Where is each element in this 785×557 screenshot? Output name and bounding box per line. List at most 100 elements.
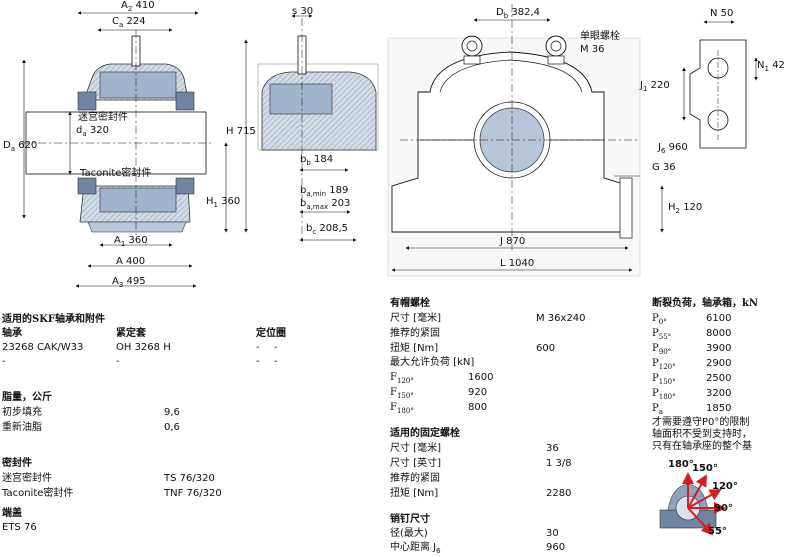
cap-bolt-size-label: 尺寸 [毫米] — [390, 313, 441, 324]
grease-title: 脂量，公斤 — [2, 392, 52, 403]
dim-bamax: ba,max 203 — [300, 198, 351, 211]
grease-relub-value: 0,6 — [164, 422, 180, 433]
angle-180: 180° — [668, 459, 694, 470]
foot-detail — [682, 20, 758, 149]
fix-torque-label: 扭矩 [Nm] — [390, 488, 439, 499]
labyrinth-seal-label: 迷宫密封件 — [78, 112, 128, 123]
dim-bb: bb 184 — [300, 154, 334, 167]
ring-value-2: - — [274, 342, 278, 353]
angle-55: 55° — [708, 526, 727, 537]
eye-bolt-label: 单眼螺栓 — [580, 31, 620, 42]
dim-ca: Ca 224 — [112, 16, 146, 29]
dim-j6: J6 960 — [658, 142, 688, 155]
break-load-title: 断裂负荷，轴承箱，kN — [652, 298, 759, 309]
endcap-title: 端盖 — [2, 508, 22, 519]
front-view — [387, 4, 664, 277]
sleeve-value[interactable]: OH 3268 H — [116, 342, 171, 353]
grease-relub-label: 重新油脂 — [2, 422, 42, 433]
cap-bolt-size-value: M 36x240 — [536, 313, 586, 324]
p55-value: 8000 — [706, 328, 732, 339]
angle-150: 150° — [692, 463, 718, 474]
f120-value: 1600 — [468, 372, 494, 383]
f180-label: F180° — [390, 402, 414, 415]
p120-value: 2900 — [706, 358, 732, 369]
grease-initial-label: 初步填充 — [2, 407, 42, 418]
cap-bolts-title: 有帽螺栓 — [390, 298, 430, 309]
grease-initial-value: 9,6 — [164, 407, 180, 418]
section-view — [22, 11, 248, 288]
note-line-2: 轴面积不受到支持时， — [652, 429, 752, 440]
col-bearing-header: 轴承 — [2, 328, 22, 339]
pa-label: Pa — [652, 403, 663, 416]
dim-da-small: da 320 — [76, 125, 109, 138]
p0-value: 6100 — [706, 313, 732, 324]
dim-a3: A3 495 — [112, 276, 146, 289]
dim-a: A 400 — [116, 256, 146, 267]
dowel-dia-value: 30 — [546, 528, 559, 539]
p55-label: P55° — [652, 328, 672, 341]
fix-size-in-value: 1 3/8 — [546, 458, 572, 469]
f150-label: F150° — [390, 387, 414, 400]
seal-labyrinth-label: 迷宫密封件 — [2, 473, 52, 484]
fix-tighten-label: 推荐的紧固 — [390, 473, 440, 484]
dim-a1: A1 360 — [114, 235, 148, 248]
note-line-1: 才需要遵守P0°的限制 — [652, 417, 750, 428]
seal-taconite-value[interactable]: TNF 76/320 — [164, 488, 222, 499]
dowel-dist-label: 中心距离 J6 — [390, 542, 441, 555]
load-direction-diagram — [659, 472, 726, 536]
angle-120: 120° — [712, 481, 738, 492]
col-sleeve-header: 紧定套 — [116, 328, 146, 339]
dowel-title: 销钉尺寸 — [390, 514, 430, 525]
dim-bamin: ba,min 189 — [300, 185, 349, 198]
p0-label: P0° — [652, 313, 667, 326]
p90-label: P90° — [652, 343, 672, 356]
cap-tighten-label: 推荐的紧固 — [390, 328, 440, 339]
fix-size-mm-value: 36 — [546, 443, 559, 454]
p180-value: 3200 — [706, 388, 732, 399]
p150-value: 2500 — [706, 373, 732, 384]
dim-n: N 50 — [710, 8, 734, 19]
dim-db: Db 382,4 — [496, 7, 540, 20]
seal-taconite-label: Taconite密封件 — [2, 488, 74, 499]
max-load-label: 最大允许负荷 [kN] — [390, 357, 475, 368]
bearing-value-2: - — [2, 356, 6, 367]
pa-value: 1850 — [706, 403, 732, 414]
bearing-value[interactable]: 23268 CAK/W33 — [2, 342, 84, 353]
dim-s: s 30 — [292, 6, 314, 17]
dowel-dia-label: 径(最大) — [390, 528, 428, 539]
endcap-value[interactable]: ETS 76 — [2, 522, 37, 533]
dowel-dist-value: 960 — [546, 542, 566, 553]
ring-value-3: - — [256, 356, 260, 367]
fix-size-in-label: 尺寸 [英寸] — [390, 458, 441, 469]
p120-label: P120° — [652, 358, 676, 371]
cap-torque-label: 扭矩 [Nm] — [390, 343, 439, 354]
fix-bolts-title: 适用的固定螺栓 — [390, 428, 460, 439]
fix-torque-value: 2280 — [546, 488, 572, 499]
dim-da: Da 620 — [3, 140, 38, 153]
note-line-3: 只有在轴承座的整个基 — [652, 441, 752, 452]
ring-value-1: - — [256, 342, 260, 353]
p150-label: P150° — [652, 373, 676, 386]
taconite-seal-label: Taconite密封件 — [80, 168, 152, 179]
p180-label: P180° — [652, 388, 676, 401]
ring-value-4: - — [274, 356, 278, 367]
dim-j: J 870 — [500, 236, 526, 247]
col-ring-header: 定位圈 — [256, 328, 286, 339]
seal-labyrinth-value[interactable]: TS 76/320 — [164, 473, 215, 484]
technical-drawing — [22, 4, 758, 288]
seals-title: 密封件 — [2, 458, 32, 469]
bearings-title: 适用的SKF轴承和附件 — [2, 314, 106, 325]
f120-label: F120° — [390, 372, 414, 385]
p90-value: 3900 — [706, 343, 732, 354]
dim-h: H 715 — [226, 126, 256, 137]
dim-j1: J1 220 — [640, 80, 670, 93]
sleeve-value-2: - — [116, 356, 120, 367]
side-section-view — [257, 14, 379, 242]
eye-bolt-size: M 36 — [580, 44, 605, 55]
dim-h2: H2 120 — [668, 202, 703, 215]
dim-g: G 36 — [652, 162, 676, 173]
dim-n1: N1 42 — [757, 60, 785, 73]
f180-value: 800 — [468, 402, 488, 413]
cap-torque-value: 600 — [536, 343, 556, 354]
dim-a2: A2 410 — [121, 0, 155, 13]
